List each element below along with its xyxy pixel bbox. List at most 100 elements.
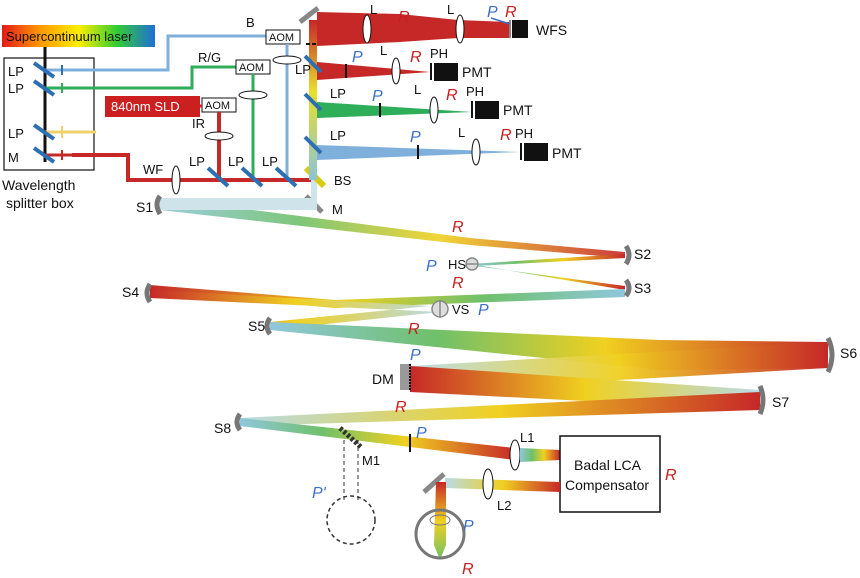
svg-text:R: R xyxy=(500,127,512,144)
svg-text:R: R xyxy=(446,87,458,104)
blue-channel-path xyxy=(72,34,266,72)
svg-text:P: P xyxy=(410,129,421,146)
lens-l1 xyxy=(509,439,521,471)
svg-text:R: R xyxy=(395,399,407,416)
green-channel-path xyxy=(72,65,236,90)
eye-alt xyxy=(326,495,376,545)
splitter-lp2-label: LP xyxy=(8,81,24,96)
svg-text:PMT: PMT xyxy=(503,102,533,118)
pmt-green xyxy=(475,101,499,119)
beam-s4-s5 xyxy=(150,290,440,330)
mirror-s4 xyxy=(144,282,153,304)
wfs-beam xyxy=(317,12,458,46)
svg-text:L: L xyxy=(447,2,454,17)
svg-text:LP: LP xyxy=(330,86,346,101)
splitter-lp3-label: LP xyxy=(8,126,24,141)
svg-text:PMT: PMT xyxy=(462,64,492,80)
badal-lca-compensator xyxy=(559,435,661,513)
wf-label: WF xyxy=(143,162,163,177)
svg-text:LP: LP xyxy=(228,154,244,169)
svg-text:Badal LCA: Badal LCA xyxy=(574,457,642,473)
svg-text:R: R xyxy=(505,4,517,21)
svg-text:LP: LP xyxy=(295,62,311,77)
beam-s2-s3 xyxy=(470,254,625,290)
beam-s8-l1 xyxy=(240,418,515,460)
svg-text:L1: L1 xyxy=(520,430,534,445)
svg-text:L: L xyxy=(380,43,387,58)
svg-text:P: P xyxy=(352,49,363,66)
pmt-blue xyxy=(524,143,548,161)
svg-text:S4: S4 xyxy=(122,284,139,300)
wf-lens xyxy=(171,165,181,195)
channel-b-label: B xyxy=(246,15,255,30)
svg-text:AOM: AOM xyxy=(239,62,264,74)
mirror-s2 xyxy=(623,244,632,266)
svg-text:L: L xyxy=(414,82,421,97)
channel-ir-label: IR xyxy=(192,116,205,131)
svg-text:P: P xyxy=(487,4,498,21)
svg-text:S7: S7 xyxy=(772,394,789,410)
svg-text:S1: S1 xyxy=(136,199,153,215)
sld-source-box xyxy=(105,96,200,117)
svg-text:L: L xyxy=(370,2,377,17)
svg-text:R: R xyxy=(452,275,464,292)
svg-text:R: R xyxy=(398,9,410,26)
mirror-s8 xyxy=(234,412,243,432)
svg-text:PH: PH xyxy=(515,126,533,141)
svg-text:S5: S5 xyxy=(248,318,265,334)
svg-text:S6: S6 xyxy=(840,345,857,361)
splitter-m-label: M xyxy=(8,150,19,165)
aom-blue xyxy=(265,29,301,45)
eye xyxy=(414,508,466,560)
splitter-box-caption-line2: splitter box xyxy=(6,195,74,211)
svg-text:PH: PH xyxy=(466,84,484,99)
svg-text:R: R xyxy=(410,49,422,66)
svg-text:P: P xyxy=(463,518,474,535)
svg-text:P': P' xyxy=(312,485,327,502)
mirror-s5 xyxy=(264,316,273,336)
supercontinuum-laser-box xyxy=(2,25,155,47)
svg-text:M1: M1 xyxy=(362,453,380,468)
svg-text:L2: L2 xyxy=(497,498,511,513)
svg-text:P: P xyxy=(372,88,383,105)
svg-text:M: M xyxy=(332,202,343,217)
supercontinuum-laser-label: Supercontinuum laser xyxy=(6,29,133,44)
wfs-label: WFS xyxy=(536,22,567,38)
svg-text:BS: BS xyxy=(334,173,352,188)
svg-text:R: R xyxy=(462,561,474,578)
svg-text:Compensator: Compensator xyxy=(565,477,649,493)
svg-text:HS: HS xyxy=(448,257,466,272)
pmt-red xyxy=(434,63,458,81)
svg-text:P: P xyxy=(478,302,489,319)
svg-text:P: P xyxy=(410,347,421,364)
mirror-s6 xyxy=(825,336,835,374)
svg-text:AOM: AOM xyxy=(205,100,230,112)
svg-text:S8: S8 xyxy=(214,420,231,436)
svg-text:S3: S3 xyxy=(634,280,651,296)
splitter-lp1-label: LP xyxy=(8,64,24,79)
svg-text:R: R xyxy=(452,219,464,236)
svg-text:LP: LP xyxy=(330,128,346,143)
svg-text:DM: DM xyxy=(372,371,394,387)
svg-text:P: P xyxy=(426,258,437,275)
channel-rg-label: R/G xyxy=(198,50,221,65)
green-pmt-beam xyxy=(317,102,472,118)
svg-text:R: R xyxy=(408,321,420,338)
mirror-s3 xyxy=(623,278,632,298)
lens-l2 xyxy=(482,468,494,500)
svg-text:L: L xyxy=(458,125,465,140)
svg-text:S2: S2 xyxy=(634,246,651,262)
beam-s7-s8 xyxy=(240,392,760,426)
svg-text:LP: LP xyxy=(189,154,205,169)
sld-source-label: 840nm SLD xyxy=(111,99,180,114)
svg-text:AOM: AOM xyxy=(269,32,294,44)
deformable-mirror xyxy=(400,364,410,390)
svg-text:R: R xyxy=(665,467,677,484)
svg-text:LP: LP xyxy=(262,154,278,169)
mirror-s7 xyxy=(757,385,766,415)
beam-s1-s2 xyxy=(160,198,625,258)
splitter-box-caption-line1: Wavelength xyxy=(2,177,75,193)
svg-text:PH: PH xyxy=(430,46,448,61)
mirror-s1 xyxy=(154,194,163,216)
